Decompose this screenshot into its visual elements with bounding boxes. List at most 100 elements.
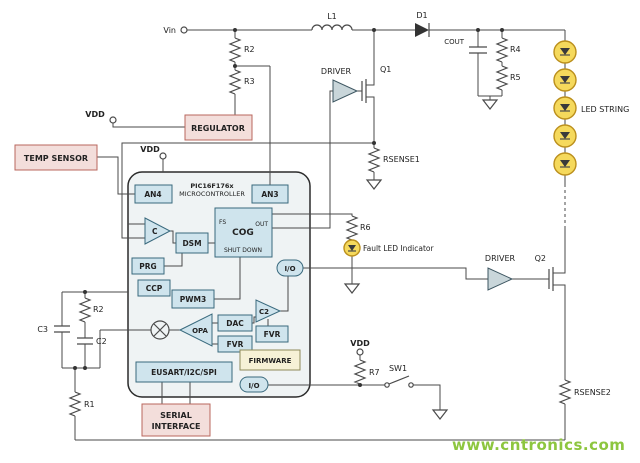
cog-label: COG [232,228,254,238]
resistor-r6 [345,215,359,241]
ground-icon [431,409,449,420]
r1-label: R1 [84,400,95,409]
dsm-block [175,232,209,254]
comparator2-label: C2 [259,308,269,316]
prg-label: PRG [139,262,156,271]
mixer-icon [150,320,170,340]
led-string-label: LED STRING [581,105,629,114]
c2-left-label: C2 [96,337,107,346]
led-icon [553,96,577,120]
l1-label: L1 [327,12,337,21]
r6-label: R6 [360,223,371,232]
d1-label: D1 [416,11,427,20]
temp-sensor-block [14,144,98,171]
ground-icon [343,283,361,294]
regulator-block [184,114,253,141]
cog-fs-label: FS [219,219,226,226]
eusart-block [135,361,233,383]
io-bottom-block [239,376,269,393]
cog-shutdown-label: SHUT DOWN [224,247,262,254]
dsm-label: DSM [182,239,201,248]
driver-top-label: DRIVER [321,67,352,76]
vdd-terminal-mcu [159,152,167,160]
cog-block [214,207,273,258]
fault-led-icon [343,239,361,257]
r4-label: R4 [510,45,521,54]
resistor-r2-left [78,297,92,323]
gate-driver-top [332,79,359,103]
q1-label: Q1 [380,65,391,74]
q2-label: Q2 [535,254,546,263]
pwm3-block [171,289,215,309]
diode-d1 [415,23,430,37]
resistor-r7 [353,359,367,385]
resistor-r4 [495,37,509,63]
vdd-terminal-regulator [109,116,117,124]
driver-bottom-label: DRIVER [485,254,516,263]
comparator1-block [144,217,172,245]
prg-block [131,257,165,275]
led-icon [553,68,577,92]
watermark: www.cntronics.com [452,436,625,454]
led-icon [553,124,577,148]
io-bottom-label: I/O [248,382,259,390]
vin-terminal [180,26,188,34]
r7-label: R7 [369,368,380,377]
comparator2-block [255,299,282,323]
labels: Vin L1 D1 R2 R3 COUT R4 R5 LED STRING DR… [24,11,629,454]
cout-label: COUT [444,38,465,46]
vin-label: Vin [163,26,176,35]
ground-icon [365,179,383,190]
led-icon [553,152,577,176]
dac-label: DAC [226,319,244,328]
firmware-block [239,349,301,371]
dac-block [217,314,253,332]
an4-block [134,184,173,204]
vdd-regulator-label: VDD [85,110,105,119]
an3-block [251,184,289,204]
resistor-r3 [228,69,242,95]
fvr1-block [217,335,253,353]
serial-title-line2: INTERFACE [152,422,201,431]
inductor-l1 [311,24,353,31]
r2-left-label: R2 [93,305,104,314]
rsense1-label: RSENSE1 [383,155,420,164]
fault-led-label: Fault LED Indicator [363,244,435,253]
vdd-switch-label: VDD [350,339,370,348]
r2-top-label: R2 [244,45,255,54]
resistor-r2-top [228,37,242,63]
serial-title-line1: SERIAL [160,411,192,420]
io-right-label: I/O [284,265,295,273]
r3-label: R3 [244,77,255,86]
mosfet-q1 [361,79,367,103]
an3-label: AN3 [261,190,278,199]
cog-out-label: OUT [255,221,268,228]
gate-driver-bottom [487,267,514,291]
firmware-label: FIRMWARE [249,357,292,365]
led-icon [553,40,577,64]
pwm3-label: PWM3 [180,295,206,304]
opa-label: OPA [192,327,208,335]
ground-icon [481,99,499,110]
led-string [553,40,577,176]
fvr2-block [255,325,289,343]
component-symbols [54,23,572,420]
io-right-block [276,259,304,277]
serial-interface-block [141,403,211,437]
mcu-title-line2: MICROCONTROLLER [179,190,245,198]
rsense2-label: RSENSE2 [574,388,611,397]
ccp-label: CCP [146,284,163,293]
vdd-terminal-switch [356,348,364,356]
fvr2-label: FVR [264,330,281,339]
capacitor-c2 [77,337,93,345]
comparator1-label: C [152,227,158,236]
vdd-mcu-label: VDD [140,145,160,154]
resistor-r1 [68,391,82,417]
r5-label: R5 [510,73,521,82]
capacitor-cout [469,46,487,54]
temp-sensor-title: TEMP SENSOR [24,154,88,163]
regulator-title: REGULATOR [191,124,245,133]
resistor-rsense1 [367,147,381,173]
resistor-r5 [495,65,509,91]
